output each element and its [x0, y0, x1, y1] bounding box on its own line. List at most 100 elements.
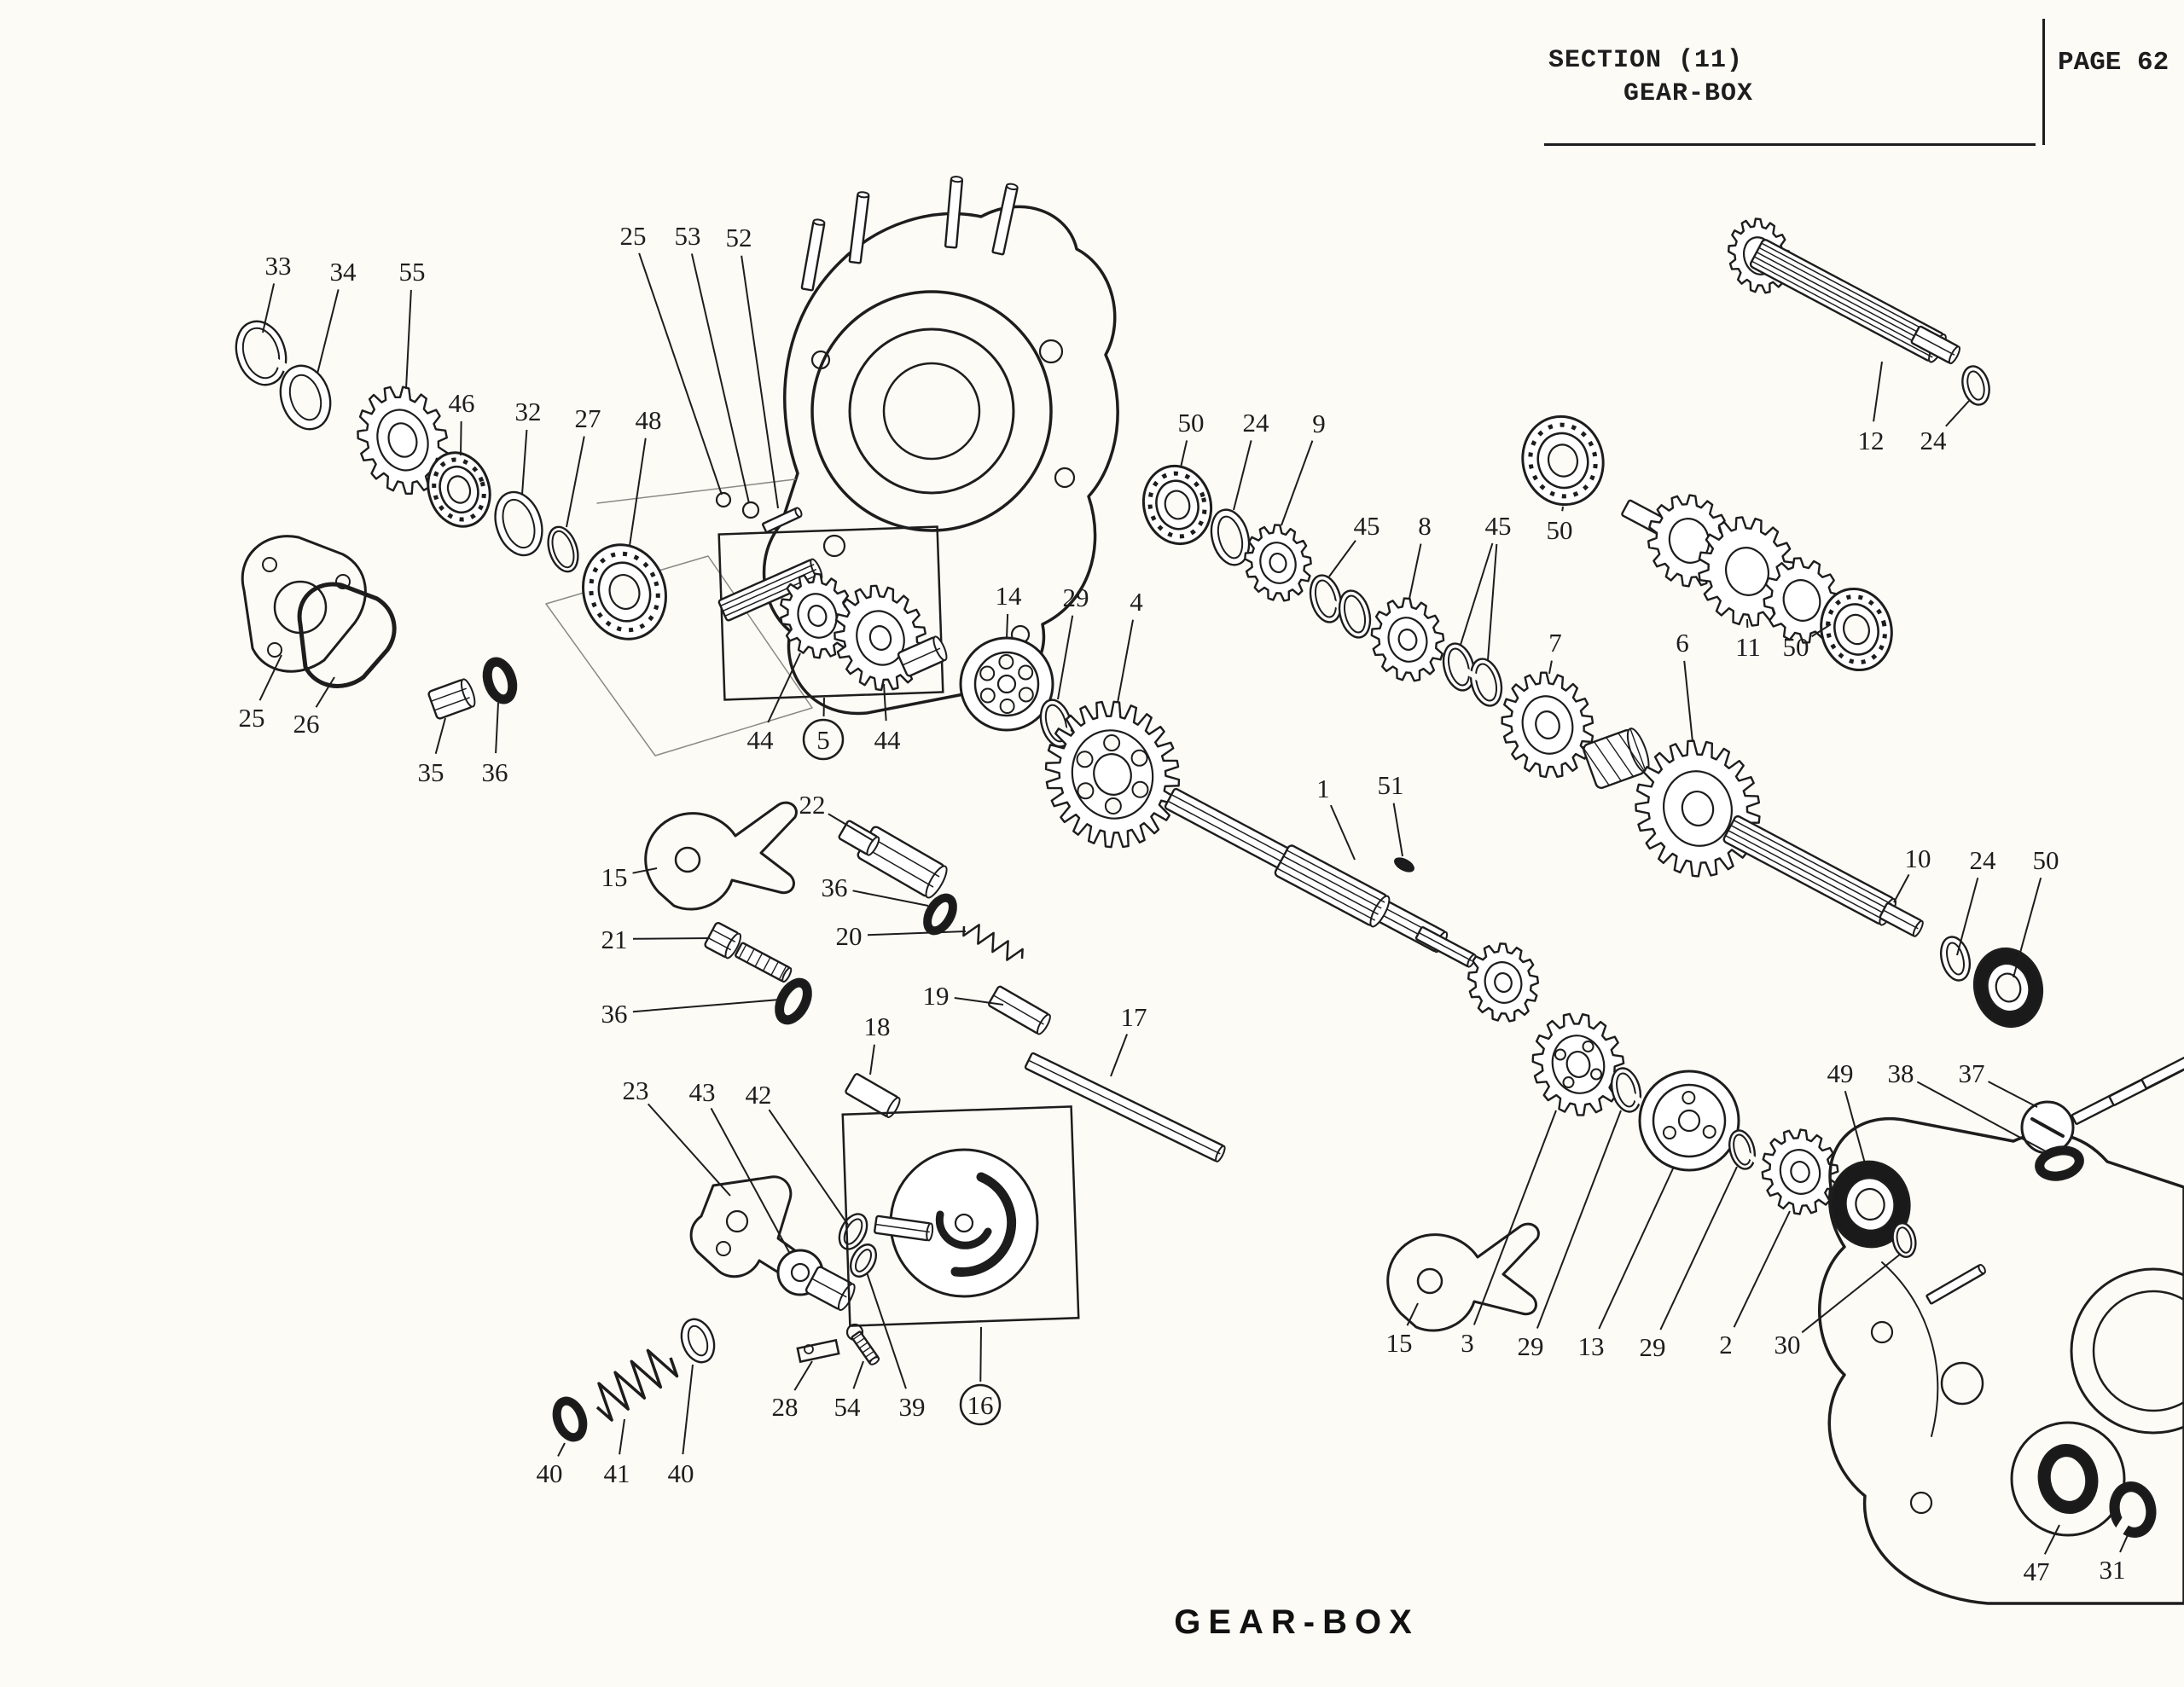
- case-stud-b3: [2140, 1043, 2184, 1089]
- callout-21: 21: [601, 925, 628, 954]
- case-opening-1: [2070, 1267, 2184, 1435]
- svg-text:43: 43: [689, 1077, 716, 1107]
- svg-text:35: 35: [418, 757, 444, 787]
- callout-54: 54: [834, 1392, 862, 1422]
- svg-text:10: 10: [1905, 844, 1931, 873]
- svg-text:29: 29: [1063, 583, 1089, 612]
- callout-24: 24: [1970, 845, 1997, 875]
- case-hole-3: [1909, 1491, 1933, 1515]
- circlip-31: [2109, 1481, 2157, 1539]
- svg-text:37: 37: [1959, 1058, 1985, 1088]
- layshaft-10-tip: [1879, 902, 1924, 937]
- svg-text:1: 1: [1316, 774, 1330, 803]
- svg-text:36: 36: [822, 872, 848, 902]
- svg-text:24: 24: [1243, 408, 1270, 438]
- svg-text:25: 25: [620, 221, 647, 251]
- svg-text:42: 42: [746, 1080, 772, 1110]
- cam-drum-13-bore: [1677, 1109, 1701, 1133]
- cover-plate-hole: [267, 642, 282, 658]
- callout-4: 4: [1130, 587, 1143, 617]
- gear-2: [1753, 1121, 1848, 1222]
- callout-28: 28: [772, 1392, 799, 1422]
- callout-40: 40: [668, 1458, 694, 1488]
- case-boss-47: [2010, 1421, 2126, 1537]
- callout-24: 24: [1243, 408, 1270, 438]
- screw-54: [851, 1330, 880, 1365]
- clip-28-hole: [804, 1344, 814, 1354]
- hub-44: [897, 635, 948, 677]
- spring-41: [595, 1348, 679, 1422]
- callout-2: 2: [1719, 1330, 1733, 1359]
- svg-text:28: 28: [772, 1392, 799, 1422]
- svg-text:36: 36: [601, 999, 628, 1029]
- screw-52: [761, 507, 803, 534]
- footer-title: GEAR-BOX: [1174, 1603, 1420, 1641]
- callout-44: 44: [874, 725, 902, 755]
- upper-crankcase-outline: [762, 205, 1119, 716]
- svg-text:40: 40: [668, 1458, 694, 1488]
- svg-text:50: 50: [1547, 515, 1573, 545]
- screw-21-shank: [735, 942, 793, 983]
- svg-text:39: 39: [899, 1392, 926, 1422]
- svg-text:13: 13: [1578, 1331, 1605, 1361]
- cover-plate-25: [241, 535, 367, 673]
- callout-29: 29: [1518, 1331, 1544, 1361]
- cam-drum-13: [1638, 1070, 1740, 1172]
- svg-text:44: 44: [747, 725, 775, 755]
- callout-49: 49: [1827, 1058, 1854, 1088]
- callout-3: 3: [1461, 1328, 1474, 1358]
- cover-plate-hole: [262, 557, 277, 572]
- callout-1: 1: [1316, 774, 1330, 803]
- shock-hub-14-holes: [979, 654, 1034, 714]
- camplate-16-shaft: [874, 1215, 934, 1242]
- callout-45: 45: [1485, 511, 1512, 541]
- case-bolt-hole: [1054, 467, 1076, 489]
- page-header: SECTION (11) GEAR-BOX: [1548, 44, 1753, 111]
- callout-19: 19: [923, 981, 950, 1011]
- gear-9: [1236, 518, 1319, 608]
- spring-20: [962, 924, 1024, 961]
- callout-55: 55: [399, 257, 426, 287]
- callout-13: 13: [1578, 1331, 1605, 1361]
- cover-plate-hole: [335, 574, 351, 589]
- svg-text:53: 53: [675, 221, 701, 251]
- svg-text:15: 15: [1386, 1328, 1413, 1358]
- callout-34: 34: [330, 257, 357, 287]
- callout-33: 33: [265, 251, 292, 281]
- svg-text:50: 50: [2033, 845, 2059, 875]
- lock-washer-36a: [482, 657, 518, 704]
- case-bore-ring3: [882, 362, 981, 461]
- camplate-16-bore: [954, 1213, 974, 1233]
- callout-38: 38: [1888, 1058, 1914, 1088]
- svg-text:3: 3: [1461, 1328, 1474, 1358]
- callout-29: 29: [1063, 583, 1089, 612]
- callout-23: 23: [623, 1075, 649, 1105]
- svg-text:8: 8: [1418, 511, 1432, 541]
- mainshaft-1-splines: [1274, 844, 1391, 928]
- bearing-50a: [1135, 458, 1219, 551]
- callout-20: 20: [836, 921, 863, 951]
- svg-text:48: 48: [636, 405, 662, 435]
- svg-text:29: 29: [1640, 1332, 1666, 1362]
- svg-text:25: 25: [239, 703, 265, 733]
- callout-7: 7: [1548, 628, 1562, 658]
- dowel-25b: [715, 491, 732, 508]
- lever-23-hole2: [716, 1241, 731, 1256]
- callout-9: 9: [1312, 409, 1326, 438]
- lever-23-hole: [725, 1209, 749, 1233]
- callout-27: 27: [575, 403, 601, 433]
- callout-44: 44: [747, 725, 775, 755]
- callout-36: 36: [482, 757, 508, 787]
- case-hole-1: [1940, 1361, 1984, 1406]
- svg-text:55: 55: [399, 257, 426, 287]
- case-bore-ring2: [848, 328, 1015, 495]
- svg-text:23: 23: [623, 1075, 649, 1105]
- svg-text:4: 4: [1130, 587, 1143, 617]
- header-rule-vertical: [2042, 19, 2045, 145]
- callout-15: 15: [601, 862, 628, 892]
- washer-24a: [1210, 508, 1251, 566]
- section-title: SECTION (11): [1548, 46, 1744, 75]
